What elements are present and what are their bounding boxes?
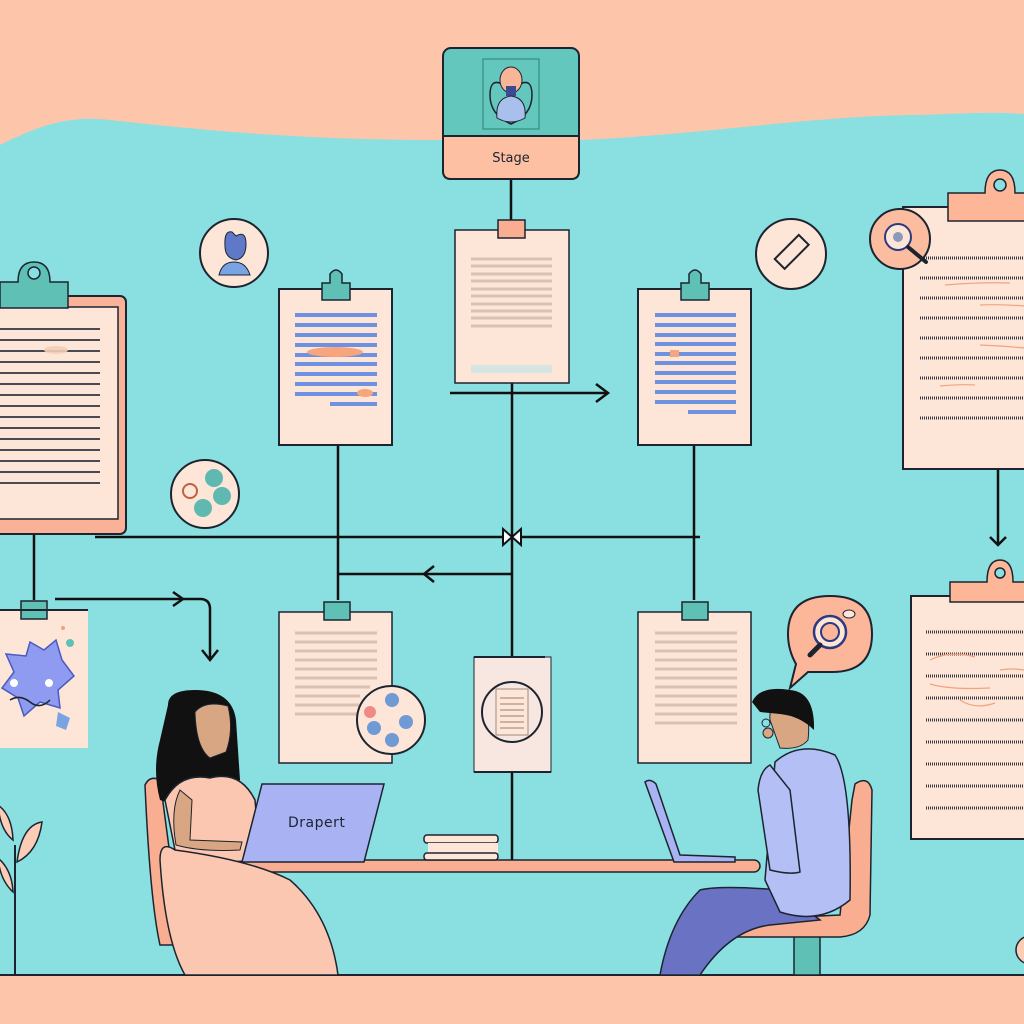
doc-right-lower-large[interactable] xyxy=(910,559,1024,840)
man-figure xyxy=(659,688,873,976)
collab-badge[interactable] xyxy=(356,685,426,755)
laptop-screen-text: Drapert xyxy=(288,815,346,831)
doc-lower-center[interactable] xyxy=(473,656,552,773)
book-stack xyxy=(423,834,499,861)
doc-left-large[interactable] xyxy=(0,261,127,535)
laptop-man[interactable] xyxy=(644,779,736,863)
user-badge[interactable] xyxy=(199,218,269,288)
junction-marker xyxy=(502,526,522,548)
stage-card-graphic[interactable] xyxy=(442,47,580,180)
plant-right-edge xyxy=(1015,936,1024,964)
plant-illustration xyxy=(0,805,43,975)
doc-upper-right[interactable] xyxy=(637,269,752,446)
team-badge[interactable] xyxy=(170,459,240,529)
search-badge[interactable] xyxy=(869,208,931,270)
woman-figure xyxy=(144,690,339,976)
stage-node-label: Stage xyxy=(443,138,579,178)
eraser-badge[interactable] xyxy=(755,218,827,290)
laptop-woman[interactable] xyxy=(241,783,385,863)
doc-lower-left-image[interactable] xyxy=(0,600,88,748)
doc-upper-left[interactable] xyxy=(278,269,393,446)
doc-lower-center-right[interactable] xyxy=(637,601,752,764)
doc-right-large[interactable] xyxy=(902,169,1024,470)
flow-connectors xyxy=(32,178,1007,860)
search-bubble[interactable] xyxy=(786,594,874,691)
stage-label-text: Stage xyxy=(492,150,530,166)
doc-top-center[interactable] xyxy=(454,219,570,384)
